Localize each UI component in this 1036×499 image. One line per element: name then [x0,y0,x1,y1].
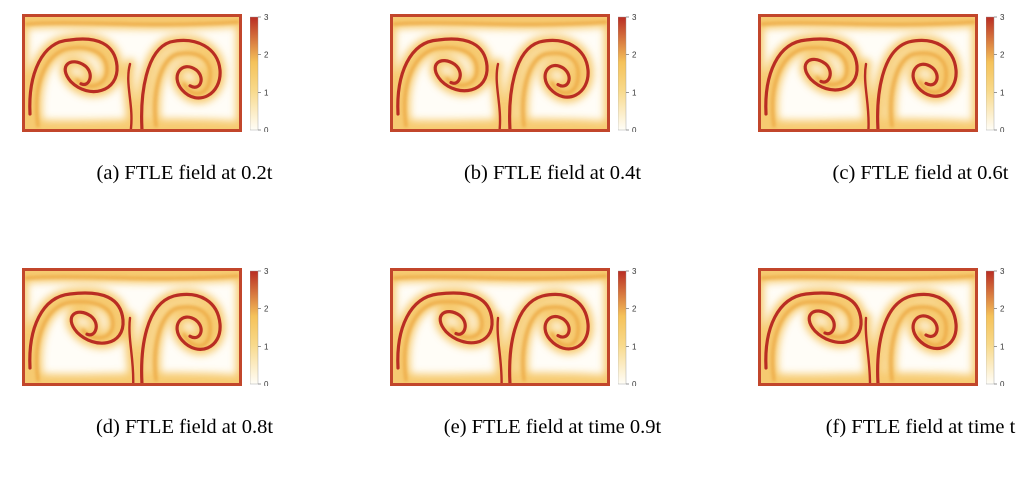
colorbar-tick-label: 3 [632,268,637,276]
colorbar-tick-label: 1 [1000,342,1005,351]
colorbar-tick-label: 0 [264,380,269,386]
panel-caption: (f) FTLE field at time t [825,416,1016,438]
ftle-panel: 0 1 2 3 (d) FTLE field at 0.8t [22,268,367,499]
colorbar: 0 1 2 3 [986,14,1005,132]
ftle-field-plot [390,268,610,386]
ftle-field-plot [390,14,610,132]
ftle-field-plot [758,268,978,386]
ftle-panel: 0 1 2 3 (f) FTLE field at time t [758,268,1036,499]
colorbar: 0 1 2 3 [250,268,269,386]
ftle-panel: 0 1 2 3 (b) FTLE field at 0.4t [390,14,735,245]
colorbar-tick-label: 0 [264,126,269,132]
colorbar: 0 1 2 3 [250,14,269,132]
colorbar-tick-label: 2 [632,51,637,60]
panel-caption: (d) FTLE field at 0.8t [95,416,274,438]
panel-caption: (e) FTLE field at time 0.9t [443,416,662,438]
colorbar-tick-label: 3 [264,14,269,22]
panel-caption: (a) FTLE field at 0.2t [96,162,273,184]
colorbar-tick-label: 3 [1000,268,1005,276]
colorbar-tick-label: 0 [632,380,637,386]
colorbar-tick-label: 0 [632,126,637,132]
colorbar-tick-label: 2 [1000,51,1005,60]
colorbar-tick-label: 0 [1000,380,1005,386]
colorbar-tick-label: 3 [632,14,637,22]
ftle-field-plot [22,268,242,386]
colorbar-tick-label: 2 [264,51,269,60]
colorbar-tick-label: 1 [632,342,637,351]
ftle-panel: 0 1 2 3 (c) FTLE field at 0.6t [758,14,1036,245]
panel-caption: (b) FTLE field at 0.4t [463,162,642,184]
colorbar-tick-label: 1 [264,88,269,97]
ftle-panel: 0 1 2 3 (e) FTLE field at time 0.9t [390,268,735,499]
ftle-field-plot [758,14,978,132]
colorbar-tick-label: 0 [1000,126,1005,132]
colorbar: 0 1 2 3 [618,14,637,132]
colorbar-tick-label: 1 [1000,88,1005,97]
colorbar: 0 1 2 3 [986,268,1005,386]
colorbar-tick-label: 1 [632,88,637,97]
colorbar-tick-label: 2 [264,305,269,314]
colorbar-tick-label: 1 [264,342,269,351]
panel-caption: (c) FTLE field at 0.6t [832,162,1009,184]
colorbar-tick-label: 3 [1000,14,1005,22]
ftle-panel: 0 1 2 3 (a) FTLE field at 0.2t [22,14,367,245]
ftle-field-plot [22,14,242,132]
colorbar: 0 1 2 3 [618,268,637,386]
colorbar-tick-label: 2 [1000,305,1005,314]
colorbar-tick-label: 3 [264,268,269,276]
colorbar-tick-label: 2 [632,305,637,314]
